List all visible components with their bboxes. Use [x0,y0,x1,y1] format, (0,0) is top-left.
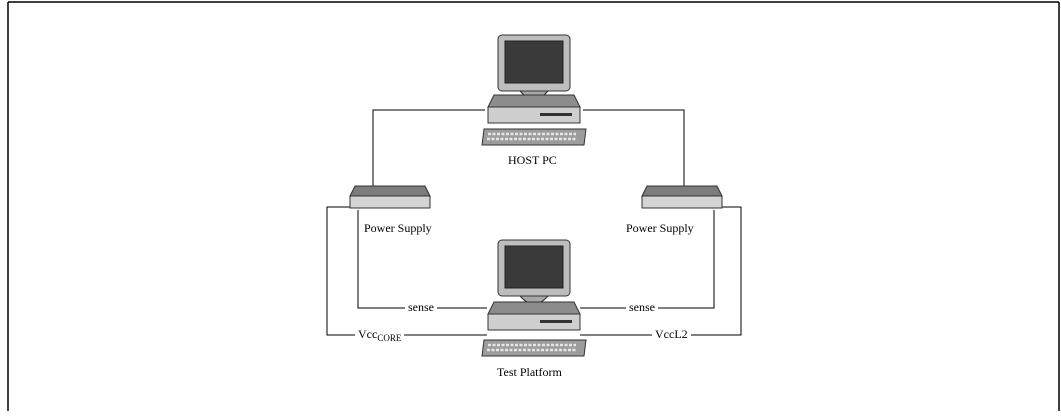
left-sense-label: sense [405,300,437,314]
test-platform-label: Test Platform [497,365,562,379]
host-pc-label: HOST PC [508,153,557,167]
left-power-supply-label: Power Supply [364,221,432,235]
vcc-core-subscript: CORE [377,333,402,343]
cables [326,109,742,336]
vcc-core-main: Vcc [358,327,378,341]
vccl2-label: VccL2 [652,327,691,341]
test-platform-icon [481,239,587,357]
host-to-right-psu-cable [583,109,685,186]
left-power-supply-icon [349,185,431,209]
left-sense-line [357,210,487,309]
host-pc-icon [481,34,587,146]
figure-frame [7,1,1060,411]
host-to-left-psu-cable [372,109,485,186]
right-power-supply-icon [641,185,723,209]
right-power-supply-label: Power Supply [626,221,694,235]
right-sense-line [580,210,715,309]
vcc-core-label: VccCORE [355,327,405,343]
right-sense-label: sense [626,300,658,314]
left-vcc-line [326,206,487,336]
